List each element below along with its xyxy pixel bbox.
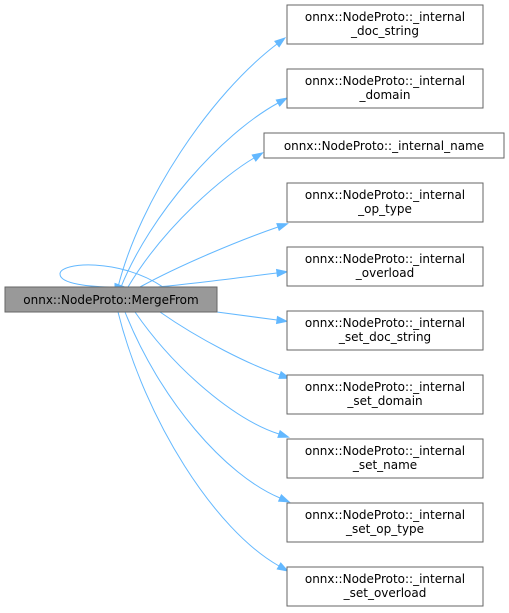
- callee-node-label-line: _set_domain: [346, 394, 422, 408]
- callee-node-label-line: onnx::NodeProto::_internal: [305, 316, 465, 330]
- call-edge-5-arrowhead: [275, 268, 289, 278]
- callee-node-7[interactable]: onnx::NodeProto::_internal_set_domain: [286, 374, 484, 415]
- call-edge-1: [117, 43, 278, 288]
- callee-node-label-line: onnx::NodeProto::_internal: [305, 572, 465, 586]
- callee-node-label-line: _set_op_type: [345, 522, 424, 536]
- callee-node-5[interactable]: onnx::NodeProto::_internal_overload: [286, 246, 484, 287]
- callee-node-10[interactable]: onnx::NodeProto::_internal_set_overload: [286, 566, 484, 607]
- callee-node-6[interactable]: onnx::NodeProto::_internal_set_doc_strin…: [286, 310, 484, 351]
- callee-node-label-line: _overload: [355, 266, 414, 280]
- call-edges: [59, 36, 291, 572]
- call-edge-3-arrowhead: [251, 152, 264, 162]
- call-edge-9-arrowhead: [277, 493, 291, 503]
- callee-node-label-line: onnx::NodeProto::_internal: [305, 74, 465, 88]
- call-edge-4-arrowhead: [276, 223, 289, 232]
- call-edge-5: [157, 272, 278, 288]
- callee-node-label-line: onnx::NodeProto::_internal_name: [284, 139, 484, 153]
- callee-node-8[interactable]: onnx::NodeProto::_internal_set_name: [286, 438, 484, 479]
- callee-node-2[interactable]: onnx::NodeProto::_internal_domain: [286, 68, 484, 109]
- call-edge-2-arrowhead: [275, 97, 289, 107]
- call-edge-4: [139, 226, 279, 288]
- callee-nodes: onnx::NodeProto::_internal_doc_stringonn…: [263, 4, 505, 607]
- callee-node-4[interactable]: onnx::NodeProto::_internal_op_type: [286, 182, 484, 223]
- call-edge-1-arrowhead: [274, 36, 287, 48]
- call-edge-2: [120, 102, 279, 288]
- callee-node-label-line: _set_doc_string: [338, 330, 431, 344]
- callee-node-1[interactable]: onnx::NodeProto::_internal_doc_string: [286, 4, 484, 45]
- call-edge-6: [216, 311, 278, 321]
- call-edge-8: [134, 311, 280, 435]
- root-node[interactable]: onnx::NodeProto::MergeFrom: [4, 286, 218, 313]
- callee-node-label-line: _op_type: [357, 202, 412, 216]
- callee-node-label-line: _domain: [359, 88, 411, 102]
- callee-node-label-line: _set_name: [352, 458, 417, 472]
- call-edge-6-arrowhead: [275, 315, 289, 325]
- call-edge-8-arrowhead: [277, 429, 290, 438]
- callee-node-3[interactable]: onnx::NodeProto::_internal_name: [263, 132, 505, 159]
- callee-node-label-line: onnx::NodeProto::_internal: [305, 380, 465, 394]
- callee-node-label-line: _set_overload: [343, 586, 427, 600]
- callee-node-label-line: onnx::NodeProto::_internal: [305, 444, 465, 458]
- call-edge-3: [127, 157, 255, 288]
- call-edge-10: [117, 311, 280, 567]
- callee-node-label-line: _doc_string: [350, 24, 419, 38]
- callee-node-label-line: onnx::NodeProto::_internal: [305, 508, 465, 522]
- callee-node-9[interactable]: onnx::NodeProto::_internal_set_op_type: [286, 502, 484, 543]
- call-edge-9: [124, 311, 281, 499]
- callee-node-label-line: onnx::NodeProto::_internal: [305, 10, 465, 24]
- callee-node-label-line: onnx::NodeProto::_internal: [305, 188, 465, 202]
- self-call-edge: [59, 264, 164, 288]
- root-node-label: onnx::NodeProto::MergeFrom: [23, 293, 198, 307]
- call-edge-10-arrowhead: [276, 562, 289, 572]
- call-edge-7: [159, 311, 281, 376]
- callee-node-label-line: onnx::NodeProto::_internal: [305, 252, 465, 266]
